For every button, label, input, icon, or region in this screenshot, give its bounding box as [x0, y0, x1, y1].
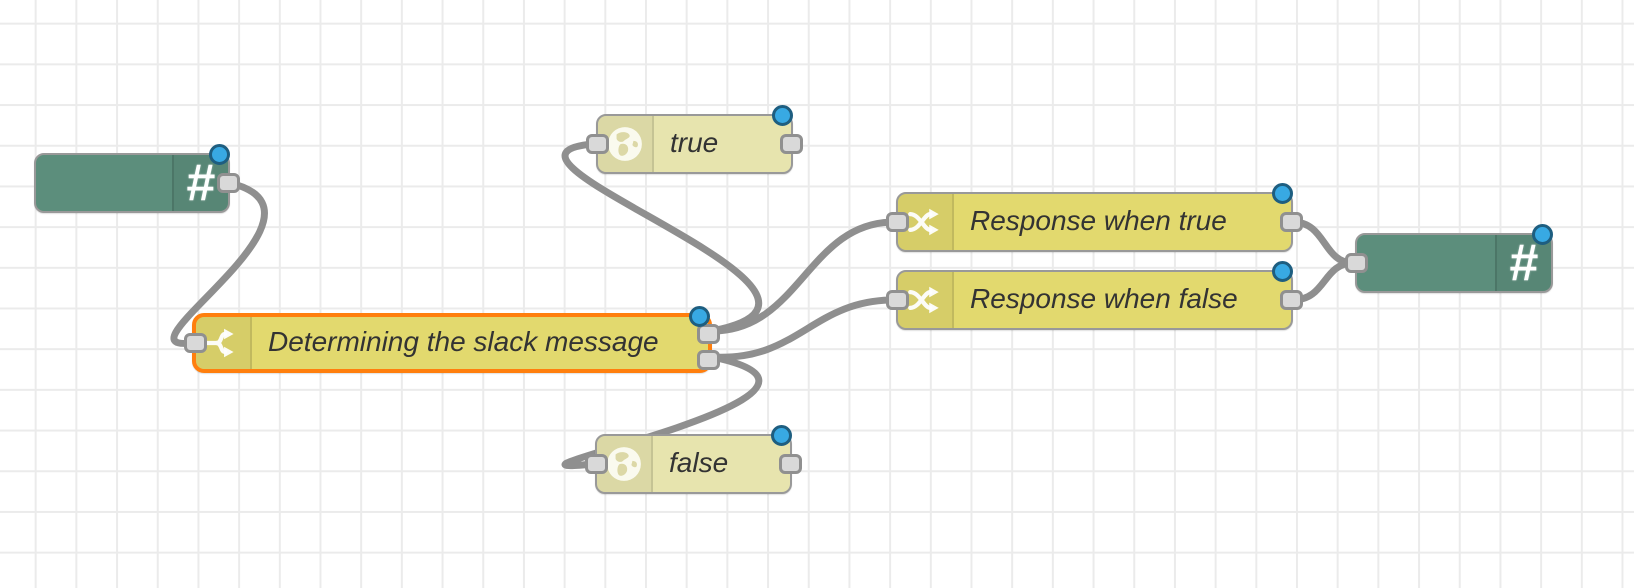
input-port[interactable]: [886, 290, 909, 310]
input-port[interactable]: [184, 333, 207, 353]
output-port[interactable]: [1280, 212, 1303, 232]
hash-icon: #: [1495, 235, 1551, 291]
input-port[interactable]: [886, 212, 909, 232]
node-switch[interactable]: Determining the slack message: [184, 306, 720, 373]
changed-status-dot: [1272, 261, 1293, 282]
node-change-true[interactable]: Response when true: [886, 183, 1303, 252]
node-change-false[interactable]: Response when false: [886, 261, 1303, 330]
change-icon: [898, 194, 954, 250]
node-label: true: [670, 127, 719, 159]
globe-icon: [598, 116, 654, 172]
globe-icon: [597, 436, 653, 492]
node-label: Determining the slack message: [268, 326, 659, 358]
changed-status-dot: [689, 306, 710, 327]
output-port-2[interactable]: [697, 350, 720, 370]
node-slack-out[interactable]: #: [1345, 224, 1553, 293]
node-slack-in[interactable]: #: [34, 144, 240, 213]
node-request-false[interactable]: false: [585, 425, 802, 494]
node-label: Response when false: [970, 283, 1238, 315]
changed-status-dot: [209, 144, 230, 165]
wire-switch-out1-to-true[interactable]: [561, 140, 763, 335]
hash-glyph: #: [1509, 234, 1539, 292]
node-label: false: [669, 447, 729, 479]
node-request-true[interactable]: true: [586, 105, 803, 174]
wire-switch-out1-to-resp-true[interactable]: [708, 218, 898, 335]
hash-glyph: #: [186, 154, 216, 212]
wire-switch-out2-to-resp-false[interactable]: [708, 296, 898, 361]
changed-status-dot: [771, 425, 792, 446]
output-port[interactable]: [779, 454, 802, 474]
wire-switch-out2-to-false[interactable]: [561, 353, 763, 470]
input-port[interactable]: [1345, 253, 1368, 273]
wire-slack-in-to-switch[interactable]: [170, 179, 268, 347]
input-port[interactable]: [586, 134, 609, 154]
output-port-1[interactable]: [697, 324, 720, 344]
input-port[interactable]: [585, 454, 608, 474]
output-port[interactable]: [217, 173, 240, 193]
output-port[interactable]: [1280, 290, 1303, 310]
changed-status-dot: [1532, 224, 1553, 245]
changed-status-dot: [772, 105, 793, 126]
node-label: Response when true: [970, 205, 1227, 237]
output-port[interactable]: [780, 134, 803, 154]
change-icon: [898, 272, 954, 328]
changed-status-dot: [1272, 183, 1293, 204]
